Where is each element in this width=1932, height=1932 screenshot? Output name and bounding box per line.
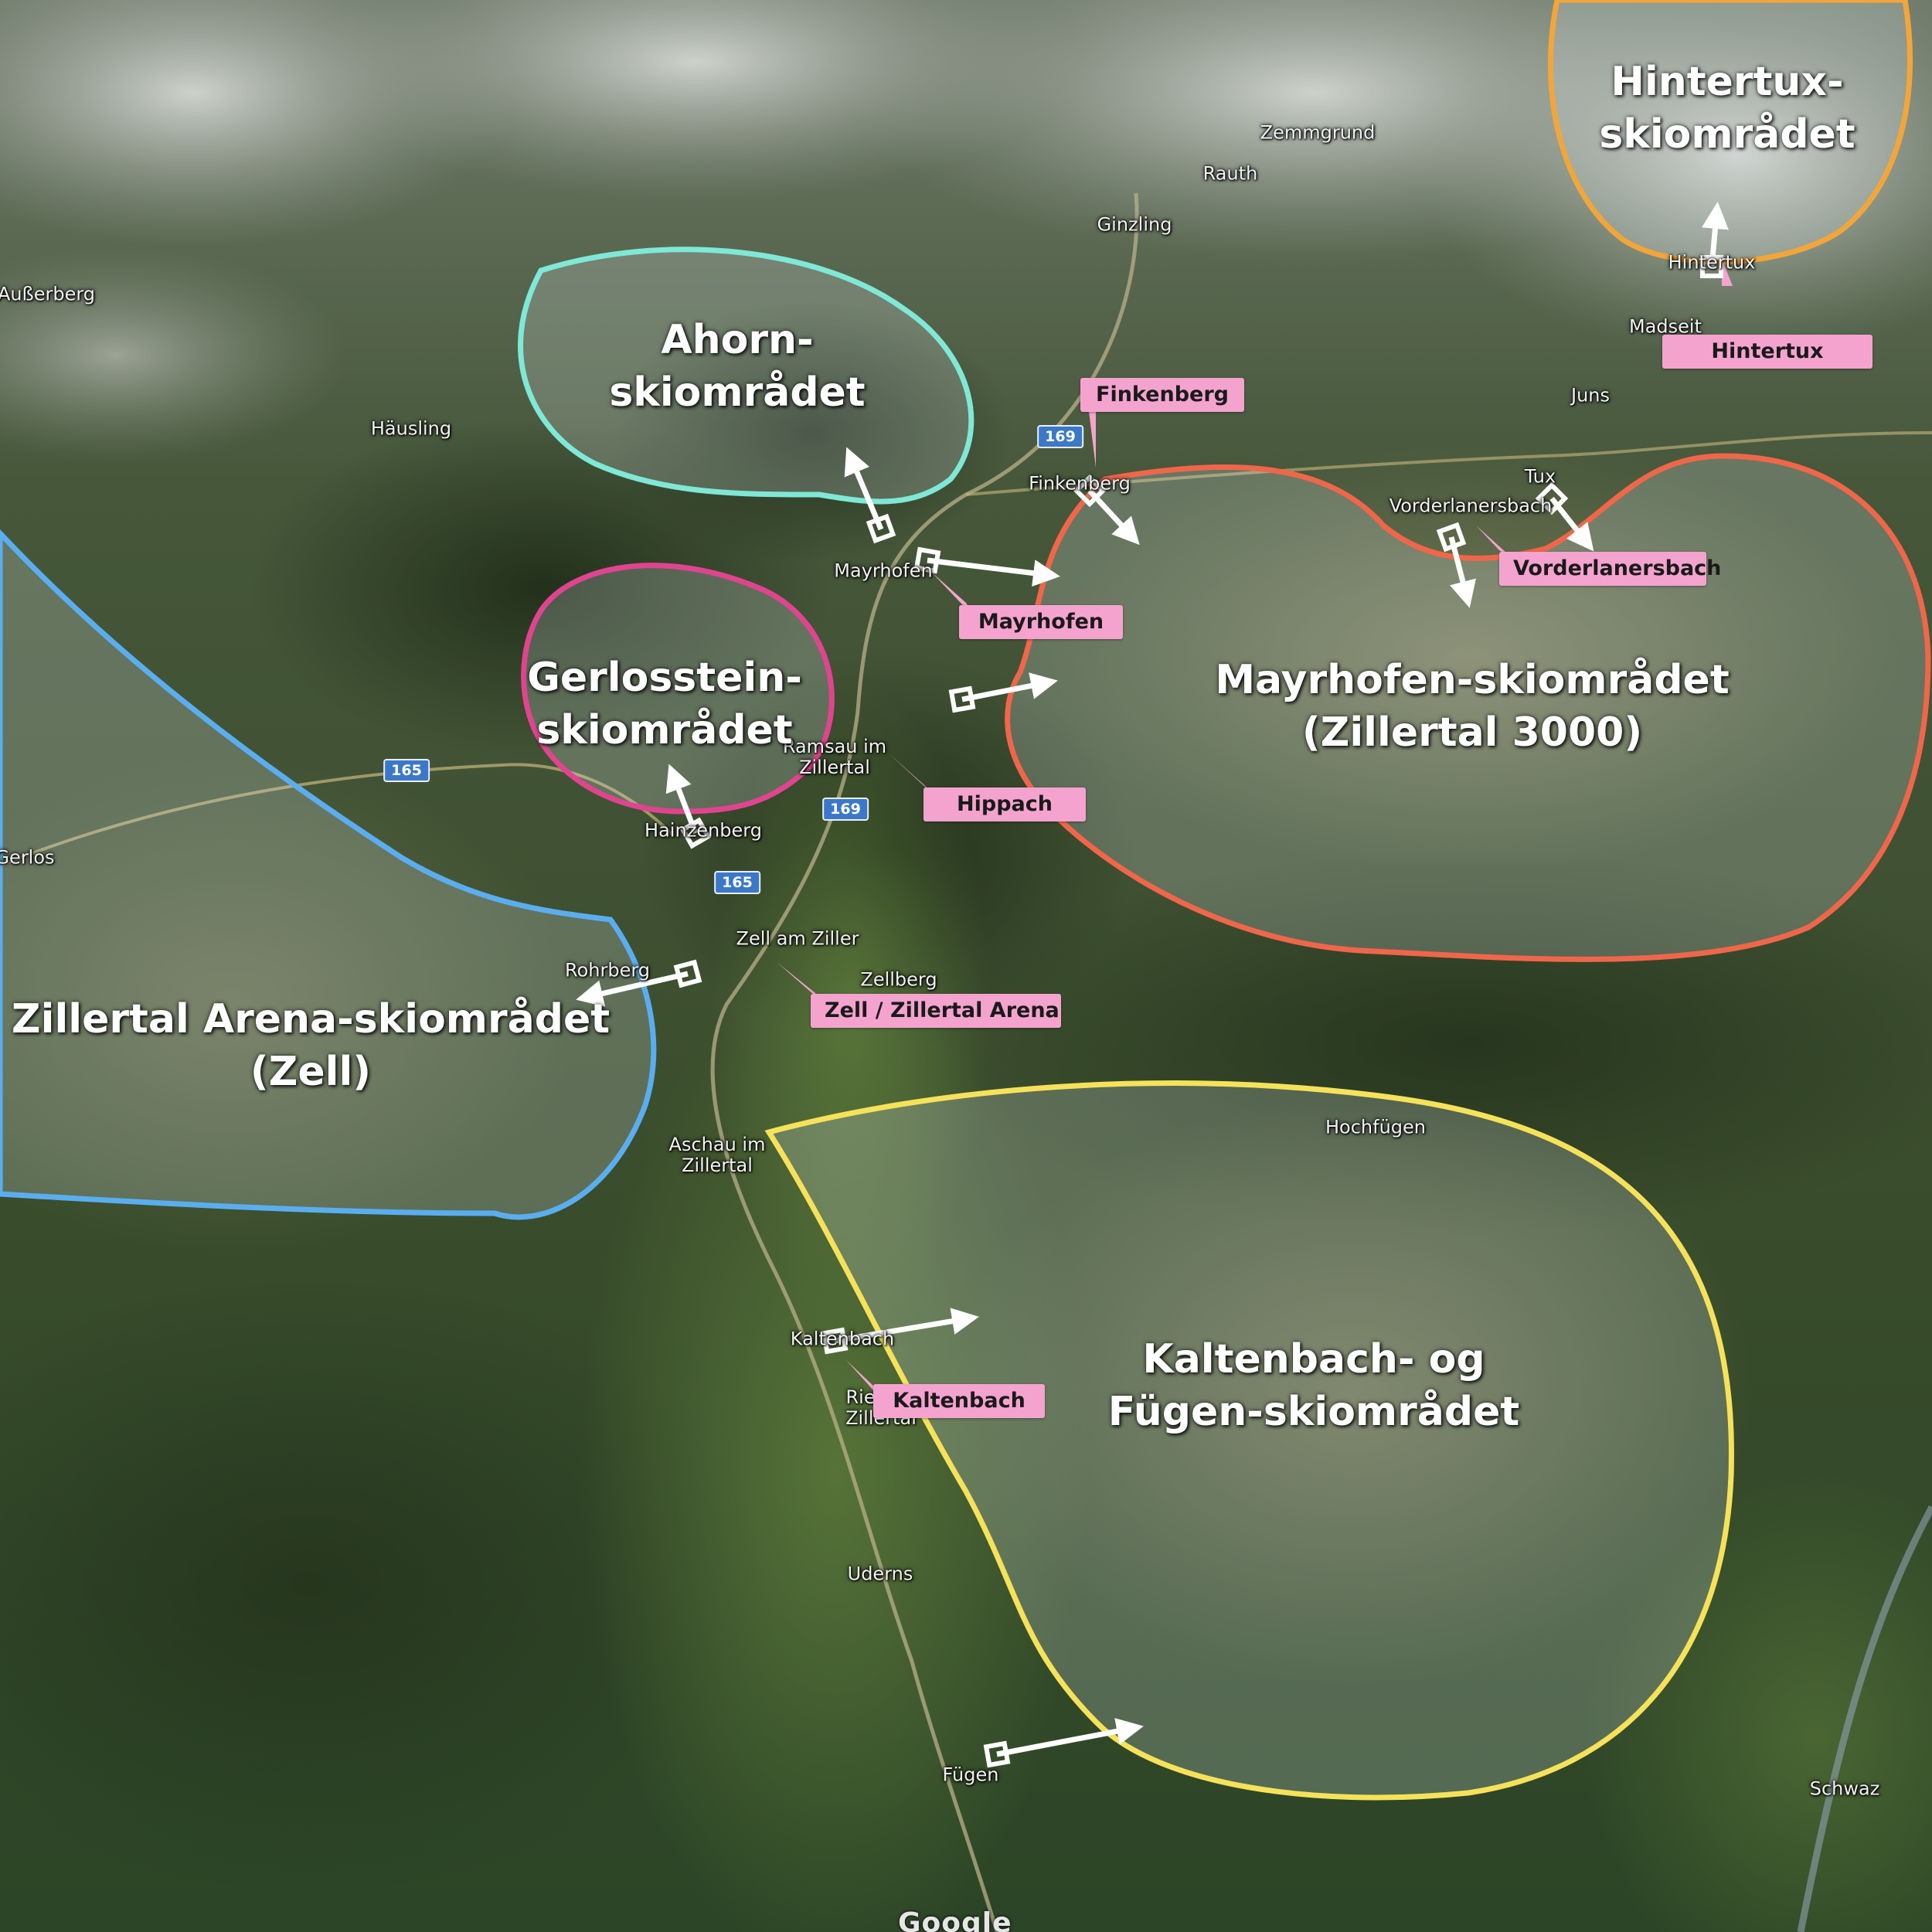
road-shield-165: 165 (383, 759, 430, 782)
place-label-mayrhofen: Mayrhofen (834, 560, 933, 582)
lift-arrow-vorderlanersbach-1 (1436, 522, 1476, 608)
place-label-zell-am-ziller: Zell am Ziller (736, 927, 859, 950)
area-title-gerlosstein: Gerlosstein-skiområdet (527, 655, 802, 753)
place-label-schwaz: Schwaz (1809, 1777, 1880, 1800)
place-label-zellberg: Zellberg (860, 968, 937, 991)
tag-vorderlanersbach[interactable]: Vorderlanersbach (1499, 552, 1721, 586)
place-label-hochfugen: Hochfügen (1325, 1116, 1427, 1138)
place-label-vorderlanersbach: Vorderlanersbach (1389, 495, 1553, 517)
place-label-gerlos: Gerlos (0, 846, 55, 869)
place-label-fugen: Fügen (942, 1764, 999, 1786)
road-shield-169: 169 (1037, 425, 1083, 448)
hintertux-area-outline[interactable] (1547, 0, 1913, 265)
place-label-zemmgrund: Zemmgrund (1260, 121, 1376, 144)
place-label-rohrberg: Rohrberg (564, 959, 651, 981)
tag-mayrhofen[interactable]: Mayrhofen (959, 605, 1123, 639)
place-label-ausserberg: Außerberg (0, 283, 96, 305)
tag-hintertux[interactable]: Hintertux (1662, 335, 1872, 369)
tag-finkenberg[interactable]: Finkenberg (1080, 378, 1244, 412)
tag-hippach[interactable]: Hippach (923, 787, 1086, 821)
place-label-hainzenberg: Hainzenberg (645, 819, 762, 842)
place-label-madseit: Madseit (1629, 315, 1702, 338)
place-label-hintertux: Hintertux (1668, 251, 1756, 274)
lift-arrow-hintertux (1700, 202, 1729, 278)
place-label-tux: Tux (1524, 465, 1556, 488)
lift-arrow-mayrhofen (913, 546, 1060, 587)
tag-kaltenbach[interactable]: Kaltenbach (873, 1384, 1045, 1418)
lift-arrow-gerlosstein (665, 764, 712, 849)
tag-zell-zillertal-arena[interactable]: Zell / Zillertal Arena (811, 994, 1061, 1028)
lift-arrow-hippach (948, 672, 1058, 713)
area-title-mayrhofen: Mayrhofen-skiområdet(Zillertal 3000) (1215, 657, 1730, 756)
place-label-kaltenbach: Kaltenbach (790, 1328, 895, 1350)
lift-arrow-kaltenbach (821, 1308, 979, 1355)
gerlosstein-area-outline[interactable] (521, 563, 835, 815)
place-label-hausling: Häusling (370, 417, 452, 440)
place-label-ginzling: Ginzling (1097, 213, 1172, 236)
road-shield-169: 169 (822, 798, 869, 821)
kaltenbach-area-outline[interactable] (764, 1080, 1734, 1801)
road-shield-165: 165 (714, 871, 760, 894)
lift-arrow-ahorn (844, 447, 896, 544)
lift-arrow-fugen (983, 1718, 1144, 1768)
map-credit: Google (898, 1907, 1012, 1932)
place-label-juns: Juns (1570, 384, 1611, 406)
place-label-finkenberg: Finkenberg (1029, 472, 1131, 495)
zillertal-arena-area-outline[interactable] (0, 529, 657, 1220)
lift-arrow-vorderlanersbach-2 (1535, 481, 1594, 552)
area-title-ahorn: Ahorn-skiområdet (609, 317, 866, 416)
area-title-zillertal-arena: Zillertal Arena-skiområdet(Zell) (11, 996, 611, 1095)
place-label-uderns: Uderns (847, 1563, 913, 1585)
area-title-hintertux: Hintertux-skiområdet (1599, 59, 1855, 158)
lift-arrow-zell (576, 959, 702, 1007)
ahorn-area-outline[interactable] (518, 247, 975, 505)
place-label-rauth: Rauth (1202, 162, 1258, 185)
lift-arrow-finkenberg (1073, 474, 1140, 546)
